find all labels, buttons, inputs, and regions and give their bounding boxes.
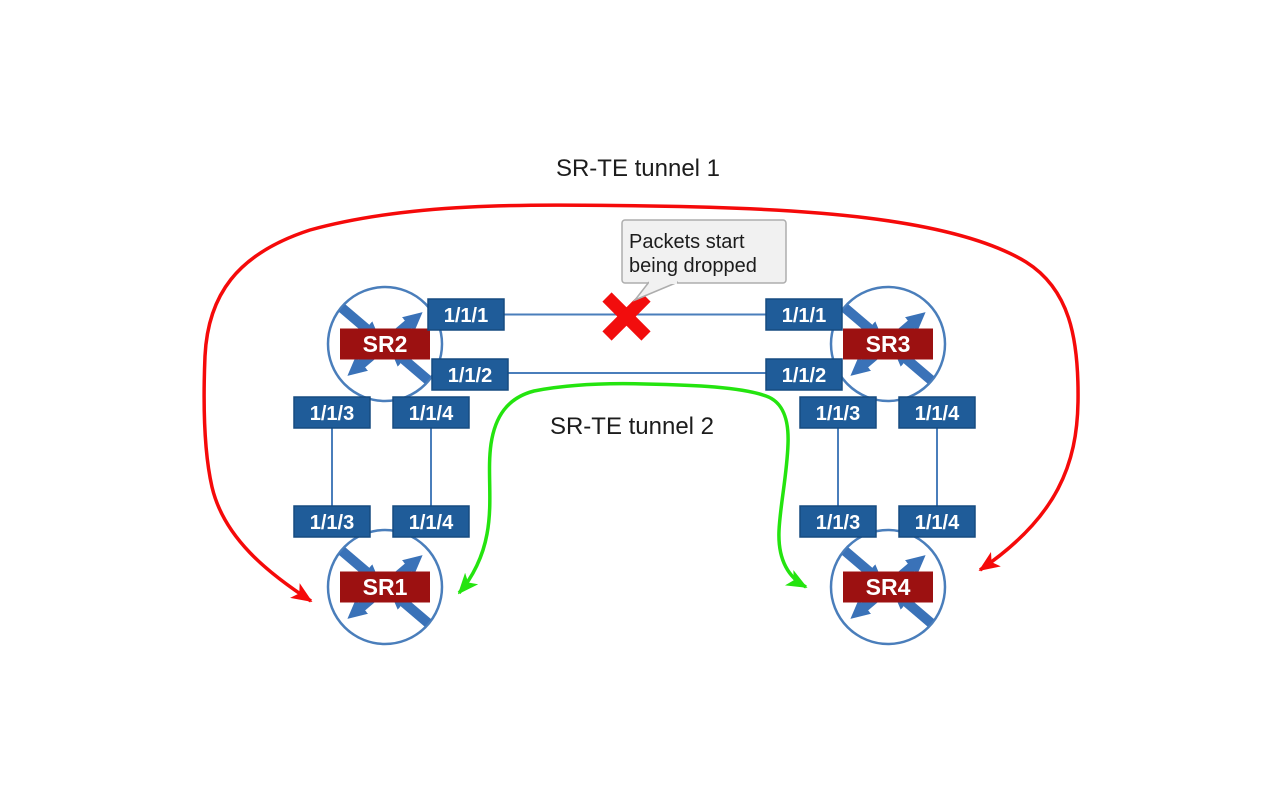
port-sr2-1-1-1: 1/1/1 [427, 298, 505, 331]
router-sr4: SR4 [829, 528, 947, 646]
router-name-box [843, 571, 933, 603]
port-label: 1/1/4 [409, 512, 454, 534]
callout-line2: being dropped [629, 255, 757, 277]
router-name-box [340, 328, 430, 360]
port-sr3-1-1-1: 1/1/1 [765, 298, 843, 331]
packet-drop-callout: Packets start being dropped [621, 219, 787, 302]
port-sr2-1-1-2: 1/1/2 [431, 358, 509, 391]
callout-box [621, 219, 787, 284]
port-sr1-1-1-3: 1/1/3 [293, 505, 371, 538]
port-label: 1/1/3 [310, 512, 354, 534]
port-sr4-1-1-4: 1/1/4 [898, 505, 976, 538]
router-name-label: SR1 [363, 574, 408, 600]
tunnel2-title: SR-TE tunnel 2 [550, 413, 714, 440]
port-sr2-1-1-3: 1/1/3 [293, 396, 371, 429]
port-sr2-1-1-4: 1/1/4 [392, 396, 470, 429]
router-name-box [843, 328, 933, 360]
router-name-label: SR3 [866, 331, 911, 357]
router-sr3: SR3 [829, 285, 947, 403]
router-name-label: SR4 [866, 574, 911, 600]
tunnel2-path [457, 381, 808, 595]
port-sr4-1-1-3: 1/1/3 [799, 505, 877, 538]
port-sr1-1-1-4: 1/1/4 [392, 505, 470, 538]
port-sr3-1-1-4: 1/1/4 [898, 396, 976, 429]
callout-tail [632, 281, 679, 302]
port-label: 1/1/2 [782, 365, 826, 387]
port-label: 1/1/4 [915, 512, 960, 534]
router-name-box [340, 571, 430, 603]
port-label: 1/1/1 [444, 305, 488, 327]
router-name-label: SR2 [363, 331, 408, 357]
port-label: 1/1/1 [782, 305, 826, 327]
port-label: 1/1/2 [448, 365, 492, 387]
router-sr2: SR2 [326, 285, 444, 403]
callout-tail-seam [649, 281, 677, 284]
port-sr3-1-1-2: 1/1/2 [765, 358, 843, 391]
router-sr1: SR1 [326, 528, 444, 646]
port-label: 1/1/4 [915, 403, 960, 425]
x-stroke-2 [602, 292, 651, 341]
port-label: 1/1/3 [816, 403, 860, 425]
tunnel1-path [202, 203, 1080, 603]
failure-x-icon [602, 292, 651, 341]
tunnel1-title: SR-TE tunnel 1 [556, 155, 720, 182]
port-label: 1/1/4 [409, 403, 454, 425]
port-label: 1/1/3 [310, 403, 354, 425]
port-boxes: 1/1/1 1/1/2 1/1/3 1/1/4 1/1/3 1/1/4 1/1/… [293, 298, 976, 538]
port-label: 1/1/3 [816, 512, 860, 534]
callout-line1: Packets start [629, 231, 745, 253]
port-sr3-1-1-3: 1/1/3 [799, 396, 877, 429]
